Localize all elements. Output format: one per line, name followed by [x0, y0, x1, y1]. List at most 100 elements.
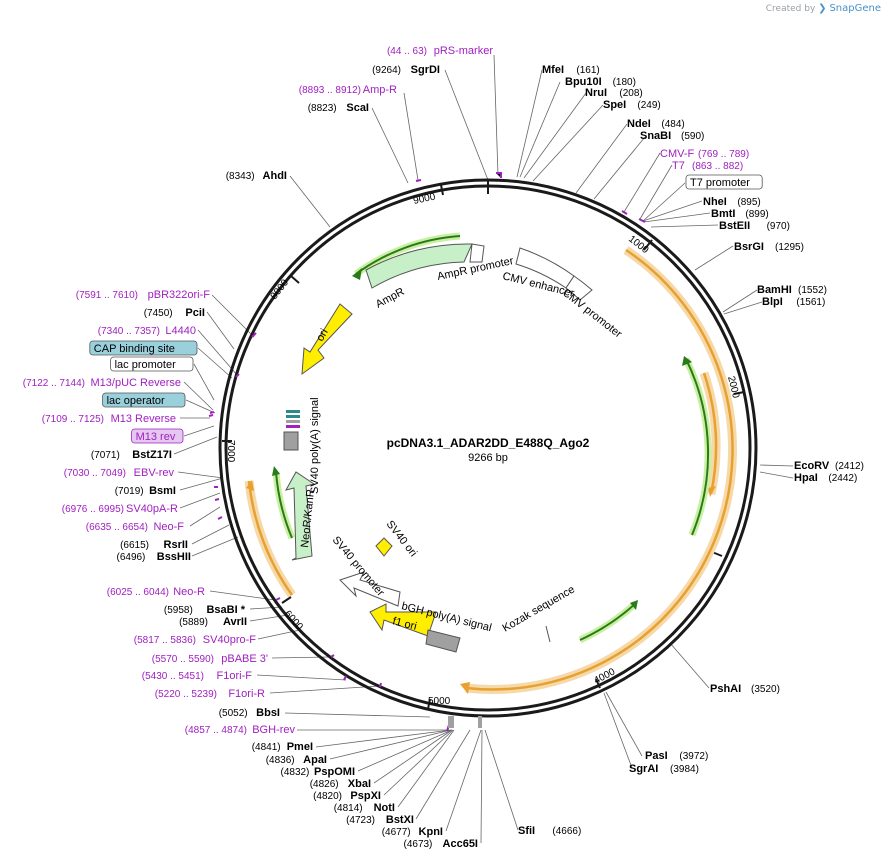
site-label-pbr322ori-f: pBR322ori-F(7591 .. 7610): [76, 289, 211, 301]
svg-text:PmeI: PmeI: [287, 741, 313, 753]
site-label-bstz17i: BstZ17I(7071): [91, 449, 172, 461]
site-label-m13-puc-reverse: M13/pUC Reverse(7122 .. 7144): [23, 377, 181, 389]
svg-text:(1552): (1552): [798, 285, 827, 296]
svg-text:BsrGI: BsrGI: [734, 241, 764, 253]
svg-text:EcoRV: EcoRV: [794, 460, 830, 472]
svg-text:(4677): (4677): [382, 827, 411, 838]
leader-snabi: [593, 136, 646, 200]
site-label-nhei: NheI (895): [703, 196, 761, 208]
site-label-blpi: BlpI(1561): [762, 296, 825, 308]
feature-label-sv40-polya: SV40 poly(A) signal: [309, 397, 321, 494]
site-label-spei: SpeI(249): [603, 99, 661, 111]
svg-text:M13/pUC Reverse: M13/pUC Reverse: [91, 377, 181, 389]
svg-text:(6025 .. 6044): (6025 .. 6044): [107, 587, 169, 598]
leader-bstxi: [415, 729, 471, 820]
svg-text:BGH-rev: BGH-rev: [252, 724, 295, 736]
leader-m13-rev: [183, 425, 215, 437]
site-label-cap-binding-site: CAP binding site: [89, 340, 198, 356]
svg-text:AvrII: AvrII: [223, 616, 247, 628]
leader-kpni: [445, 729, 482, 832]
leader-ahdi: [289, 175, 331, 228]
site-label-bgh-rev: BGH-rev(4857 .. 4874): [185, 724, 296, 736]
site-label-ecorv: EcoRV(2412): [794, 460, 864, 472]
site-label-sgrdi: SgrDI (9264): [372, 64, 440, 76]
site-label-pasi: PasI(3972): [645, 750, 708, 762]
leader-spei: [532, 104, 604, 182]
svg-text:PasI: PasI: [645, 750, 668, 762]
svg-text:(895): (895): [737, 197, 760, 208]
leader-sv40pa-r: [179, 492, 221, 509]
amp-r-arrow: [365, 243, 473, 289]
bgh-polya-block: [425, 629, 461, 653]
svg-text:NheI: NheI: [703, 196, 727, 208]
site-label-bsrgi: BsrGI(1295): [734, 241, 804, 253]
site-label-pspxi: PspXI(4820): [313, 790, 381, 802]
svg-text:SfiI: SfiI: [518, 825, 535, 837]
site-label-f1ori-r: F1ori-R(5220 .. 5239): [155, 688, 265, 700]
site-label-t7-promoter: T7 promoter: [685, 174, 763, 190]
svg-text:(8343): (8343): [226, 171, 255, 182]
svg-text:(5430 .. 5451): (5430 .. 5451): [142, 671, 204, 682]
svg-text:F1ori-F: F1ori-F: [217, 670, 253, 682]
tick-label-6000: 6000: [282, 609, 305, 633]
svg-text:BlpI: BlpI: [762, 296, 783, 308]
svg-text:(2442): (2442): [828, 473, 857, 484]
leader-t7-promoter: [642, 182, 686, 222]
svg-text:(161): (161): [576, 65, 599, 76]
snapgene-logo-icon: ❯: [818, 3, 827, 14]
label-leader-lines: [173, 54, 794, 844]
svg-text:(8893 .. 8912): (8893 .. 8912): [299, 85, 361, 96]
svg-text:(484): (484): [661, 119, 684, 130]
leader-mfei: [516, 69, 543, 178]
site-label-neo-f: Neo-F(6635 .. 6654): [86, 521, 185, 533]
leader-bbsi: [284, 712, 431, 718]
site-label-kpni: KpnI(4677): [382, 826, 443, 838]
svg-text:BssHII: BssHII: [157, 551, 191, 563]
site-label-cmv-f: CMV-F(769 .. 789): [660, 148, 749, 160]
feature-arrows: [283, 243, 593, 653]
svg-text:Neo-F: Neo-F: [153, 521, 184, 533]
site-label-prs-marker: pRS-marker(44 .. 63): [387, 45, 493, 57]
leader-avrii: [249, 614, 289, 622]
site-label-lac-operator: lac operator: [102, 392, 186, 408]
site-label-bsshii: BssHII(6496): [116, 551, 191, 563]
feature-label-amp-r: AmpR: [374, 286, 407, 311]
green-arrowheads: [272, 268, 692, 610]
svg-text:BstZ17I: BstZ17I: [132, 449, 172, 461]
site-label-lac-promoter: lac promoter: [110, 356, 194, 372]
svg-text:BsaBI *: BsaBI *: [206, 604, 245, 616]
svg-text:(4826): (4826): [310, 779, 339, 790]
svg-text:(7591 .. 7610): (7591 .. 7610): [76, 290, 138, 301]
leader-bmti: [643, 212, 711, 223]
site-label-nrui: NruI(208): [585, 87, 643, 99]
site-label-avrii: AvrII(5889): [179, 616, 247, 628]
svg-text:(5958): (5958): [164, 605, 193, 616]
svg-text:(8823): (8823): [308, 103, 337, 114]
svg-text:SgrDI: SgrDI: [411, 64, 440, 76]
sv40-promoter-arrow: [339, 571, 401, 607]
leader-ndei: [575, 123, 628, 194]
leader-nhei: [642, 200, 703, 222]
svg-text:NdeI: NdeI: [627, 118, 651, 130]
svg-text:T7: T7: [672, 160, 685, 172]
leader-hpai: [759, 471, 794, 479]
leader-noti: [397, 729, 455, 808]
svg-text:(9264): (9264): [372, 65, 401, 76]
svg-text:(6615): (6615): [120, 540, 149, 551]
site-label-acc65i: Acc65I(4673): [403, 838, 478, 850]
site-label-pshai: PshAI(3520): [710, 683, 780, 695]
site-label-bsmi: BsmI(7019): [115, 485, 176, 497]
leader-pmei: [315, 729, 452, 748]
credit-brand: SnapGene: [829, 3, 881, 14]
svg-text:SV40pA-R: SV40pA-R: [126, 503, 178, 515]
svg-text:(5570 .. 5590): (5570 .. 5590): [152, 654, 214, 665]
leader-bamhi: [722, 289, 758, 313]
svg-text:RsrII: RsrII: [164, 539, 188, 551]
f1-ori-arrow: [369, 603, 437, 637]
svg-text:(4841): (4841): [252, 742, 281, 753]
site-label-m13-reverse: M13 Reverse(7109 .. 7125): [42, 413, 176, 425]
svg-text:(180): (180): [613, 77, 636, 88]
svg-text:BmtI: BmtI: [711, 208, 735, 220]
svg-text:PshAI: PshAI: [710, 683, 741, 695]
svg-text:PciI: PciI: [185, 307, 205, 319]
